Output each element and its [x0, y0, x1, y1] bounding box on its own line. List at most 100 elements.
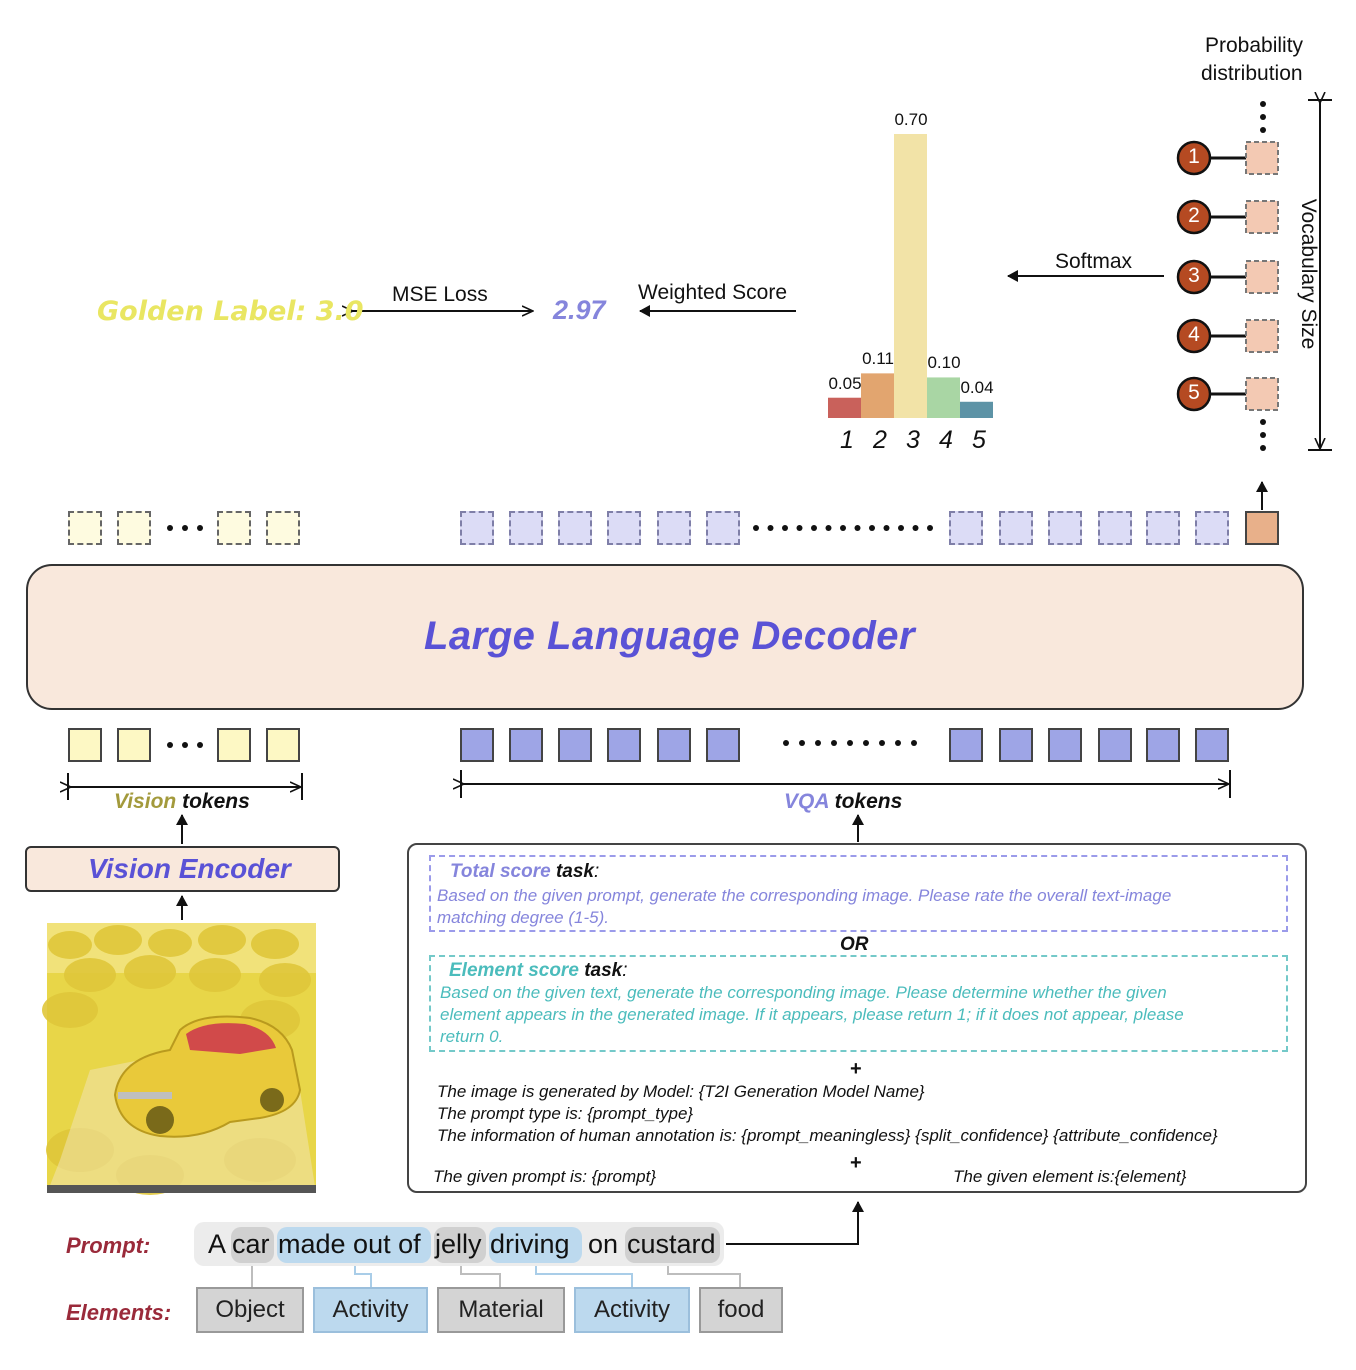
- prompt-word-jelly: jelly: [435, 1229, 482, 1259]
- prompt-word-custard: custard: [627, 1229, 716, 1259]
- output-vqa-token-3: [607, 511, 641, 545]
- input-vqa-token-6: [949, 728, 983, 762]
- input-vqa-token-4: [657, 728, 691, 762]
- ellipsis-dot: [783, 740, 789, 746]
- ellipsis-dot: [753, 525, 759, 531]
- element-score-text-line3: return 0.: [440, 1027, 504, 1046]
- element-score-colon: :: [622, 960, 628, 981]
- probability-distribution-line1: Probability: [1205, 34, 1304, 57]
- vocab-index-circle-5: [1176, 376, 1212, 412]
- prompt-word-made-out-of: made out of: [278, 1229, 421, 1259]
- element-score-text-line2: element appears in the generated image. …: [440, 1005, 1184, 1024]
- input-vqa-token-2: [558, 728, 592, 762]
- bar-5: [960, 401, 993, 418]
- pill-custard: [625, 1227, 720, 1263]
- top-purple-ellipsis: [753, 525, 933, 531]
- bar-value-label-5: 0.04: [960, 377, 994, 397]
- ellipsis-dot: [767, 525, 774, 531]
- bottom-purple-ellipsis: [783, 740, 917, 746]
- ellipsis-dot: [796, 525, 803, 531]
- large-language-decoder: [26, 564, 1304, 710]
- element-material: Material: [437, 1287, 565, 1333]
- ellipsis-dot: [811, 525, 817, 531]
- vocab-index-4: 4: [1188, 323, 1200, 346]
- vision-tokens-label-a: Vision: [114, 790, 177, 813]
- output-next-token: [1245, 511, 1279, 545]
- output-vision-token-2: [217, 511, 251, 545]
- bar-value-label-4: 0.10: [927, 353, 961, 373]
- ellipsis-dot: [840, 525, 846, 531]
- bar-1: [828, 397, 861, 418]
- vision-tokens-label: Vision tokens: [114, 790, 250, 814]
- softmax-label: Softmax: [1055, 250, 1133, 273]
- total-score-title-b: task: [555, 861, 594, 882]
- given-element-text: The given element is:{element}: [953, 1167, 1187, 1186]
- given-prompt-text: The given prompt is: {prompt}: [433, 1167, 657, 1186]
- mse-loss-label: MSE Loss: [392, 283, 488, 306]
- vocabulary-rows: [1176, 140, 1279, 412]
- vocab-token-box-5: [1245, 377, 1279, 411]
- bottom-yellow-ellipsis: [167, 742, 203, 748]
- element-score-text-line1: Based on the given text, generate the co…: [440, 983, 1167, 1002]
- ellipsis-dot: [854, 525, 861, 531]
- input-vision-token-2: [217, 728, 251, 762]
- element-score-task-title: Element score task:: [449, 960, 628, 982]
- vocab-index-2: 2: [1188, 204, 1200, 227]
- input-vqa-token-1: [509, 728, 543, 762]
- weighted-score-label: Weighted Score: [638, 281, 788, 304]
- ellipsis-dot: [911, 740, 917, 746]
- ellipsis-dot: [831, 740, 837, 746]
- input-vqa-token-7: [999, 728, 1033, 762]
- ellipsis-dot: [782, 525, 788, 531]
- input-vision-token-3: [266, 728, 300, 762]
- output-vqa-token-7: [999, 511, 1033, 545]
- top-yellow-ellipsis: [167, 525, 203, 531]
- prompt-to-panel-arrow: [726, 1201, 864, 1245]
- pill-car: [231, 1227, 274, 1263]
- elements-label: Elements:: [66, 1300, 172, 1325]
- prompt-word-driving: driving: [490, 1229, 570, 1259]
- task-prompt-panel: [407, 843, 1307, 1193]
- output-vqa-token-1: [509, 511, 543, 545]
- total-score-text-line1: Based on the given prompt, generate the …: [437, 886, 1172, 905]
- input-vqa-token-8: [1048, 728, 1082, 762]
- bar-value-label-2: 0.11: [862, 349, 894, 369]
- input-vqa-token-3: [607, 728, 641, 762]
- output-vision-token-0: [68, 511, 102, 545]
- vocab-token-box-2: [1245, 200, 1279, 234]
- ellipsis-dot: [898, 525, 904, 531]
- element-activity-1: Activity: [313, 1287, 428, 1333]
- vqa-tokens-label: VQA tokens: [784, 790, 902, 814]
- bar-category-label-2: 2: [873, 426, 887, 454]
- vqa-tokens-label-b: tokens: [834, 790, 903, 813]
- output-vqa-token-4: [657, 511, 691, 545]
- prompt-word-a: A: [208, 1229, 227, 1259]
- vocab-token-box-4: [1245, 319, 1279, 353]
- element-activity-2: Activity: [574, 1287, 690, 1333]
- bar-category-label-1: 1: [840, 426, 854, 454]
- input-vqa-token-11: [1195, 728, 1229, 762]
- generated-image: [42, 923, 316, 1195]
- probability-distribution-line2: distribution: [1201, 62, 1303, 85]
- total-score-task-box: [429, 855, 1288, 932]
- prompt-word-on: on: [588, 1229, 619, 1259]
- vocab-index-circle-4: [1176, 318, 1212, 354]
- ellipsis-dot: [912, 525, 919, 531]
- total-score-title-a: Total score: [450, 861, 551, 882]
- pill-made-out-of: [277, 1227, 431, 1263]
- vocab-index-3: 3: [1188, 264, 1200, 287]
- output-vqa-token-0: [460, 511, 494, 545]
- input-vqa-token-10: [1146, 728, 1180, 762]
- meta-line-model: The image is generated by Model: {T2I Ge…: [437, 1082, 925, 1101]
- total-score-text-line2: matching degree (1-5).: [437, 908, 609, 927]
- element-score-title-a: Element score: [449, 960, 579, 981]
- output-vqa-token-8: [1048, 511, 1082, 545]
- bar-3: [894, 134, 927, 418]
- ellipsis-dot: [815, 740, 821, 746]
- element-object: Object: [196, 1287, 304, 1333]
- bar-value-label-1: 0.05: [828, 373, 862, 393]
- output-vqa-token-11: [1195, 511, 1229, 545]
- vocab-index-circle-1: [1176, 140, 1212, 176]
- decoder-title: Large Language Decoder: [424, 614, 916, 658]
